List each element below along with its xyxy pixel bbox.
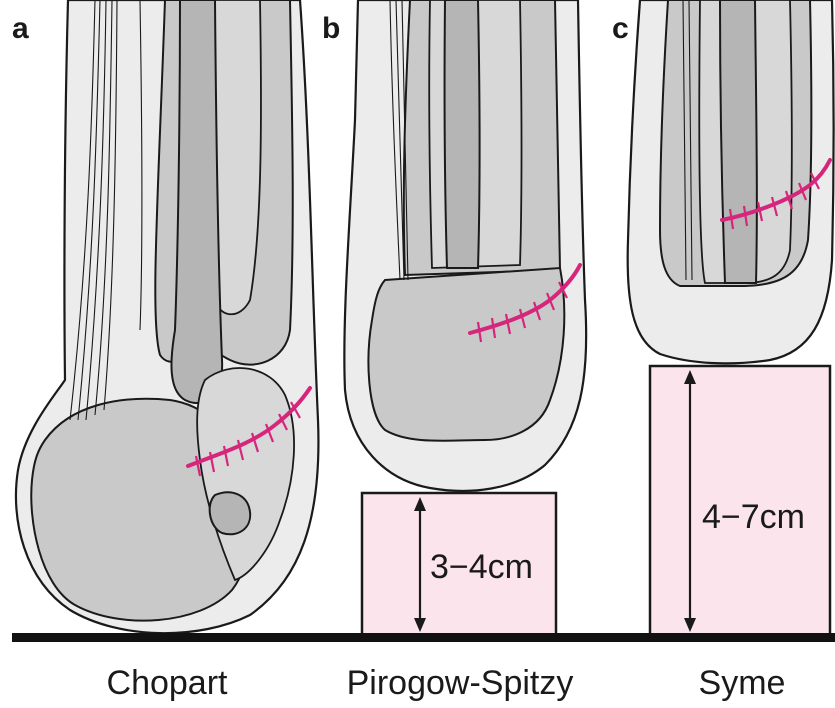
caption-syme: Syme bbox=[699, 664, 786, 702]
fibula-bone-b bbox=[445, 0, 480, 268]
caption-pirogow-spitzy: Pirogow-Spitzy bbox=[347, 664, 574, 702]
calcaneus-stump-b bbox=[368, 268, 564, 441]
panel-letter-c: c bbox=[612, 12, 629, 45]
height-label-c: 4−7cm bbox=[702, 498, 805, 536]
fibula-bone bbox=[171, 0, 222, 403]
panel-a: a Chopart bbox=[12, 0, 318, 702]
fibula-bone-c bbox=[720, 0, 757, 283]
panel-b: 3−4cm b Pirogow-Spitzy bbox=[322, 0, 586, 702]
ground-line bbox=[12, 633, 835, 642]
height-label-b: 3−4cm bbox=[430, 548, 533, 586]
panel-c: 4−7cm c Syme bbox=[612, 0, 834, 702]
navicular-remnant bbox=[210, 492, 251, 534]
caption-chopart: Chopart bbox=[107, 664, 229, 702]
panel-letter-b: b bbox=[322, 12, 340, 45]
panel-letter-a: a bbox=[12, 12, 29, 45]
